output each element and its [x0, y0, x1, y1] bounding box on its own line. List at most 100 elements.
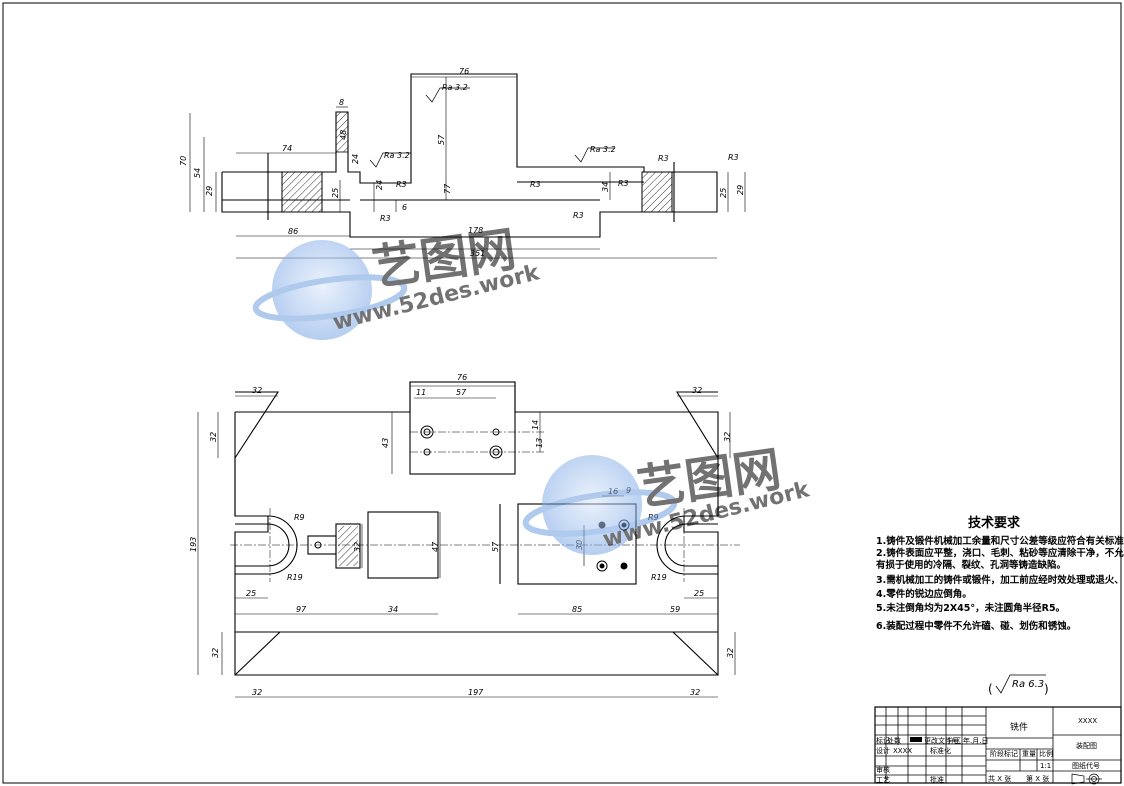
dim-bot-57: 57 [456, 388, 467, 397]
dim-bot-14: 14 [531, 420, 540, 430]
tech-req-item: 6.装配过程中零件不允许磕、碰、划伤和锈蚀。 [876, 620, 1076, 632]
tb-date-label: 年.月.日 [963, 736, 988, 745]
dim-bot-97: 97 [296, 605, 307, 614]
dim-bot-25a: 25 [246, 589, 256, 598]
hatch-right [641, 171, 673, 213]
tb-drawing-no: 图纸代号 [1072, 761, 1100, 770]
dim-bot-32a: 32 [252, 386, 262, 395]
hatch-post [335, 111, 349, 153]
dim-bot-32c: 32 [209, 432, 218, 442]
dim-bot-197: 197 [468, 688, 484, 697]
roughness-symbol-1 [425, 87, 470, 103]
hatch-left [281, 171, 323, 213]
dim-bot-85: 85 [572, 605, 582, 614]
tb-count-label: 处数 [887, 736, 901, 745]
dim-bot-32f: 32 [211, 648, 220, 658]
dim-bot-32i: 32 [690, 688, 700, 697]
radius-label: R9 [294, 513, 305, 522]
radius-label: R19 [287, 573, 303, 582]
dim-top-57: 57 [437, 134, 446, 145]
dim-top-8: 8 [339, 98, 344, 107]
title-block [874, 706, 1122, 784]
tb-company: XXXX [1078, 717, 1097, 725]
dim-bot-76: 76 [457, 373, 467, 382]
dim-bot-47: 47 [431, 541, 440, 552]
tech-req-item: 4.零件的锐边应倒角。 [876, 588, 972, 600]
tb-zone-label: 分区 [947, 736, 961, 745]
dim-top-351: 351 [470, 249, 485, 258]
dim-bot-25b: 25 [694, 589, 704, 598]
tb-design-label: 设计 [876, 746, 890, 755]
top-dimension-lines [189, 76, 746, 259]
tb-scale-label: 比例 [1039, 749, 1053, 758]
projection-symbol-icon [1071, 773, 1102, 785]
dim-bot-32e: 32 [353, 542, 362, 552]
tb-sheet-num: 第 X 张 [1026, 774, 1049, 783]
dim-bot-13: 13 [535, 438, 544, 448]
roughness-symbol-2 [369, 152, 411, 168]
dim-bot-57b: 57 [491, 541, 500, 552]
dim-bot-59: 59 [670, 605, 680, 614]
section-outline [221, 73, 718, 238]
dim-top-24b: 24 [375, 180, 384, 190]
radius-label: R3 [530, 180, 541, 189]
roughness-label: Ra 3.2 [384, 151, 410, 160]
surface-note-open: ( [988, 682, 993, 696]
radius-label: R3 [728, 153, 739, 162]
dim-top-29b: 29 [736, 185, 745, 195]
dim-bot-11: 11 [416, 388, 426, 397]
radius-label: R3 [658, 154, 669, 163]
dim-top-6: 6 [402, 203, 407, 212]
dim-bot-193: 193 [189, 537, 198, 552]
tb-std-label: 标准化 [930, 746, 951, 755]
top-section-view [221, 73, 718, 238]
roughness-label: Ra 3.2 [442, 83, 468, 92]
tb-review-label: 审核 [876, 765, 890, 774]
tb-scale-value: 1:1 [1040, 762, 1051, 770]
hatch-clamp [338, 526, 358, 566]
dim-top-77: 77 [443, 183, 452, 194]
watermark-2: 艺图网 www.52des.work [522, 441, 813, 555]
tech-req-item: 3.需机械加工的铸件或锻件，加工前应经时效处理或退火、正火处理。 [876, 574, 1124, 586]
dim-top-74: 74 [282, 144, 292, 153]
roughness-label: Ra 3.2 [590, 145, 616, 154]
tech-req-title: 技术要求 [968, 515, 1021, 531]
dim-top-48: 48 [339, 130, 348, 140]
bottom-dimension-lines [197, 385, 736, 698]
radius-label: R3 [573, 211, 584, 220]
radius-label: R3 [380, 214, 391, 223]
dim-top-70: 70 [179, 156, 188, 166]
dim-top-178: 178 [468, 226, 483, 235]
dim-bot-34: 34 [388, 605, 398, 614]
dim-top-24a: 24 [351, 154, 360, 164]
tech-req-item: 5.未注倒角均为2X45°，未注圆角半径R5。 [876, 602, 1065, 614]
tb-change-label: 更改文件号 [924, 736, 959, 745]
dim-top-34: 34 [601, 182, 610, 192]
watermark-1: 艺图网 www.52des.work [252, 221, 543, 340]
tb-approve-label: 批准 [930, 775, 944, 784]
dim-top-29a: 29 [205, 186, 214, 196]
dim-bot-32h: 32 [252, 688, 262, 697]
roughness-symbol-3 [574, 147, 614, 163]
tb-process-label: 工艺 [876, 776, 890, 784]
tb-mark-label: 标记 [876, 736, 890, 745]
tech-req-item: 1.铸件及锻件机械加工余量和尺寸公差等级应符合有关标准的规定。 [876, 535, 1124, 547]
dim-bot-32d: 32 [723, 432, 732, 442]
surface-note-close: ) [1044, 682, 1049, 696]
dim-bot-32g: 32 [726, 648, 735, 658]
dim-top-86: 86 [288, 227, 298, 236]
dim-top-76: 76 [459, 67, 469, 76]
title-block-fill-mark [910, 737, 922, 742]
radius-label: R3 [396, 180, 407, 189]
radius-label: R3 [618, 179, 629, 188]
surface-roughness-symbol [995, 674, 1046, 694]
dim-bot-32b: 32 [692, 386, 702, 395]
tb-sheet-total: 共 X 张 [988, 774, 1011, 783]
dim-bot-43: 43 [381, 438, 390, 448]
surface-note-value: Ra 6.3 [1012, 679, 1044, 690]
tech-req-item: 有损于使用的冷隔、裂纹、孔洞等铸造缺陷。 [876, 559, 1066, 571]
tech-req-list: 1.铸件及锻件机械加工余量和尺寸公差等级应符合有关标准的规定。 2.铸件表面应平… [876, 535, 1124, 632]
tb-stage-label: 阶段标记 [990, 749, 1018, 758]
